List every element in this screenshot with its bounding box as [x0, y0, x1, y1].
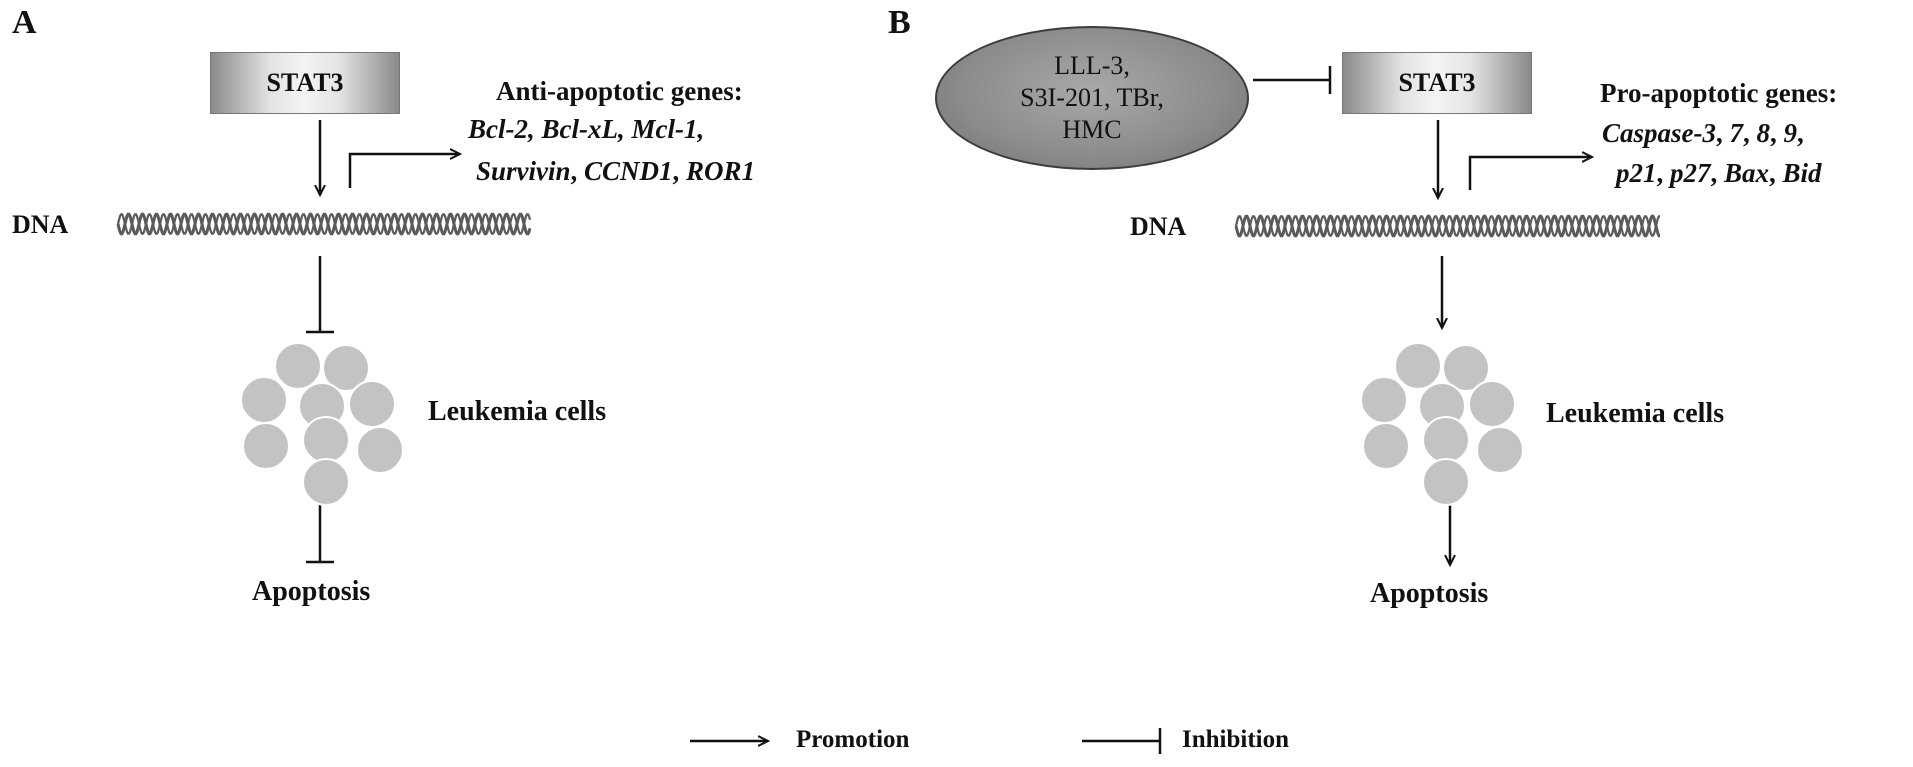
- gene-name: Caspase-3: [1602, 118, 1716, 148]
- gene-separator: ,: [1716, 118, 1730, 148]
- inhibitor-line: S3I-201, TBr,: [1020, 83, 1164, 112]
- inhibitor-blocks-stat3: [1253, 66, 1332, 94]
- gene-name: Bid: [1782, 158, 1822, 188]
- gene-name: 7: [1729, 118, 1744, 148]
- dna-helix-b: [1234, 214, 1661, 238]
- leukemia-cell: [1362, 422, 1410, 470]
- gene-name: Bcl-xL,: [541, 114, 625, 144]
- gene-name: Mcl-1,: [631, 114, 705, 144]
- inhibitor-line: LLL-3,: [1054, 51, 1130, 80]
- gene-separator: ,: [1710, 158, 1724, 188]
- stat3-box-a: STAT3: [210, 52, 400, 114]
- stat3-inhibitors-ellipse: LLL-3, S3I-201, TBr, HMC: [935, 26, 1249, 170]
- anti-apoptotic-genes-line2: Survivin, CCND1, ROR1: [476, 156, 755, 187]
- gene-name: ROR1: [686, 156, 756, 186]
- gene-separator: ,: [1743, 118, 1757, 148]
- anti-apoptotic-genes-title: Anti-apoptotic genes:: [496, 76, 743, 106]
- dna-strand: [1234, 214, 1661, 238]
- gene-name: p27: [1670, 158, 1711, 188]
- dna-helix-a: [116, 212, 532, 236]
- dna-strand: [116, 213, 532, 235]
- leukemia-cell: [1442, 344, 1490, 392]
- gene-name: Bax: [1724, 158, 1770, 188]
- leukemia-cell: [1468, 380, 1516, 428]
- leukemia-cells-label-a: Leukemia cells: [428, 396, 607, 427]
- leukemia-cell: [322, 344, 370, 392]
- gene-separator: ,: [672, 156, 680, 186]
- gene-name: p21: [1616, 158, 1657, 188]
- gene-name: Survivin: [476, 156, 571, 186]
- inhibitor-line: HMC: [1062, 115, 1122, 144]
- gene-separator: ,: [1770, 118, 1784, 148]
- leukemia-cell: [240, 376, 288, 424]
- pro-apoptotic-genes-title: Pro-apoptotic genes:: [1600, 78, 1838, 108]
- dna-strand: [1234, 215, 1660, 237]
- leukemia-cell-cluster-a: [240, 342, 404, 506]
- legend-inhibition-bar: [1082, 728, 1162, 754]
- pro-apoptotic-genes-line2: p21, p27, Bax, Bid: [1616, 158, 1822, 189]
- gene-name: CCND1: [584, 156, 673, 186]
- gene-separator: ,: [1769, 158, 1783, 188]
- leukemia-cell: [1476, 426, 1524, 474]
- panel-a-letter: A: [12, 4, 37, 41]
- leukemia-cell: [1422, 416, 1470, 464]
- dna-label-a: DNA: [12, 210, 69, 239]
- gene-name: 9: [1783, 118, 1798, 148]
- leukemia-cell-cluster-b: [1360, 342, 1524, 506]
- apoptosis-label-b: Apoptosis: [1370, 578, 1489, 609]
- gene-separator: ,: [1656, 158, 1670, 188]
- leukemia-cell: [1422, 458, 1470, 506]
- transcription-arrow-a: [348, 154, 460, 188]
- gene-name: 8: [1756, 118, 1771, 148]
- leukemia-cell: [302, 458, 350, 506]
- panel-b-letter: B: [888, 4, 911, 41]
- legend-promotion-label: Promotion: [796, 726, 910, 753]
- legend-inhibition-label: Inhibition: [1182, 726, 1290, 753]
- leukemia-cell: [302, 416, 350, 464]
- dna-label-b: DNA: [1130, 212, 1187, 241]
- leukemia-cell: [1394, 342, 1442, 390]
- stat3-box-b: STAT3: [1342, 52, 1532, 114]
- apoptosis-label-a: Apoptosis: [252, 576, 371, 607]
- leukemia-cell: [348, 380, 396, 428]
- dna-inhibits-cells-a: [306, 256, 334, 334]
- leukemia-cell: [1360, 376, 1408, 424]
- transcription-arrow-b: [1468, 157, 1592, 190]
- leukemia-cell: [242, 422, 290, 470]
- leukemia-cell: [274, 342, 322, 390]
- gene-separator: ,: [1797, 118, 1804, 148]
- anti-apoptotic-genes-line1: Bcl-2, Bcl-xL, Mcl-1,: [468, 114, 704, 145]
- leukemia-cell: [356, 426, 404, 474]
- gene-name: Bcl-2,: [468, 114, 535, 144]
- pro-apoptotic-genes-line1: Caspase-3, 7, 8, 9,: [1602, 118, 1804, 149]
- gene-separator: ,: [570, 156, 578, 186]
- leukemia-cells-label-b: Leukemia cells: [1546, 398, 1725, 429]
